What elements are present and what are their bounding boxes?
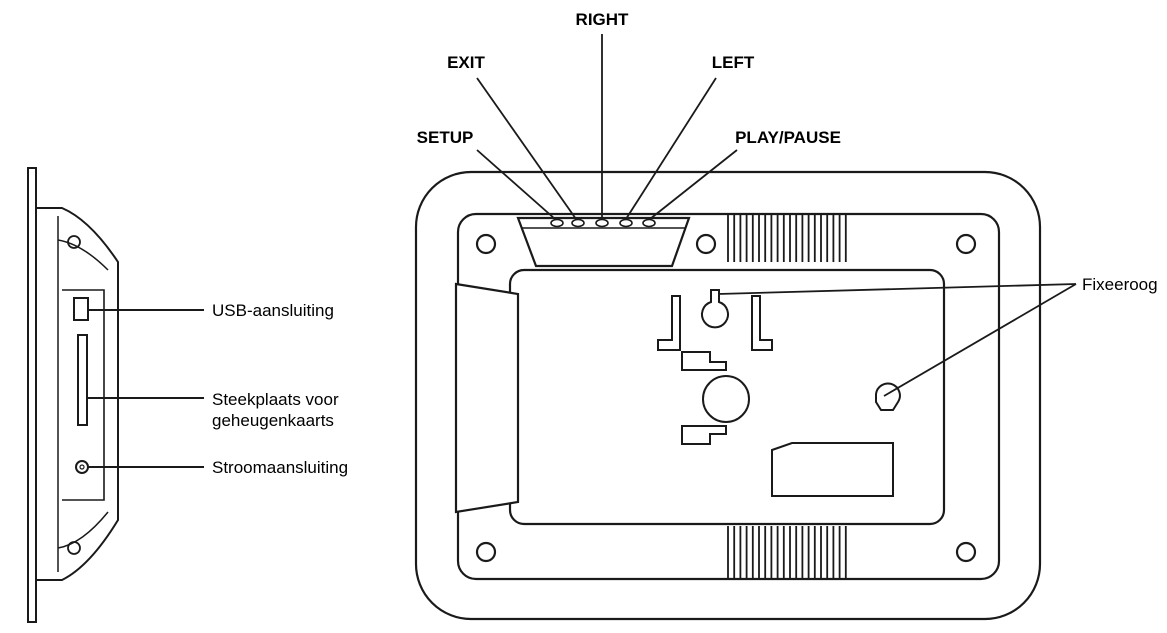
hanger-left-bracket [657, 295, 681, 351]
side-screw-top [67, 235, 81, 249]
corner-hole-top-right [955, 233, 977, 255]
hook-leader-right [883, 283, 1077, 397]
back-view [414, 170, 1042, 621]
back-outer-frame [414, 170, 1042, 621]
side-front-panel [27, 167, 37, 623]
setup-label: SETUP [417, 128, 474, 147]
button-leaders [476, 34, 738, 220]
buttons [550, 218, 656, 228]
card-slot-label-line1: Steekplaats voor [212, 390, 339, 409]
right-label: RIGHT [576, 10, 630, 29]
usb-label: USB-aansluiting [212, 301, 334, 320]
side-bottom-bevel [57, 511, 109, 549]
setup-leader-line [476, 149, 556, 220]
hook-leaders [717, 283, 1077, 397]
right-button [595, 218, 609, 228]
side-port-panel [62, 289, 105, 501]
hook-label: Fixeeroog [1082, 275, 1158, 294]
play-pause-label: PLAY/PAUSE [735, 128, 841, 147]
corner-hole-top-left [475, 233, 497, 255]
vents-bottom [727, 526, 847, 578]
side-screw-bottom [67, 541, 81, 555]
power-jack-pin [79, 464, 85, 470]
mount-upper-bracket [681, 351, 727, 371]
stand [454, 282, 520, 514]
side-view [27, 167, 119, 623]
corner-hole-bottom-right [955, 541, 977, 563]
hook-leader-top [717, 283, 1077, 295]
corner-hole-bottom-left [475, 541, 497, 563]
mount-lower-bracket [681, 425, 727, 445]
vents-top [727, 215, 847, 262]
left-leader-line [625, 77, 717, 220]
hanger-right-bracket [751, 295, 773, 351]
left-label: LEFT [712, 53, 755, 72]
button-housing [516, 216, 691, 268]
keyhole-top [701, 289, 729, 329]
left-button [619, 218, 633, 228]
side-top-bevel [57, 239, 109, 271]
play-pause-leader-line [649, 149, 738, 220]
exit-label: EXIT [447, 53, 485, 72]
keyhole-right [875, 382, 901, 411]
play-pause-button [642, 218, 656, 228]
power-label: Stroomaansluiting [212, 458, 348, 477]
exit-leader-line [476, 77, 577, 220]
mount-center-disc [702, 375, 750, 423]
setup-button [550, 218, 564, 228]
label-plate [771, 442, 894, 497]
card-slot-label-line2: geheugenkaarts [212, 411, 334, 430]
side-leaders [87, 309, 204, 468]
card-slot-icon [77, 334, 88, 426]
corner-hole-top-middle [695, 233, 717, 255]
exit-button [571, 218, 585, 228]
